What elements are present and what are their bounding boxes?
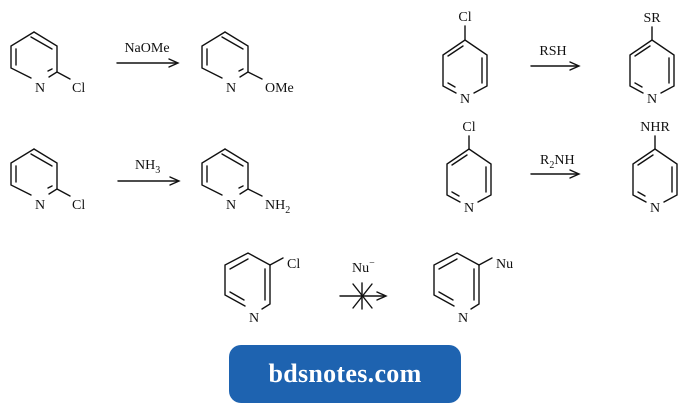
chloro-label: Cl bbox=[72, 198, 85, 213]
ring-nitrogen-label: N bbox=[249, 311, 259, 326]
watermark-text: bdsnotes.com bbox=[268, 359, 422, 388]
chloro-label: Cl bbox=[458, 10, 471, 25]
watermark-badge: bdsnotes.com bbox=[229, 345, 461, 403]
blocked-reaction-arrow: Nu− bbox=[339, 258, 388, 310]
ring-nitrogen-label: N bbox=[650, 201, 660, 216]
product-4-sr-pyridine: SR N bbox=[629, 11, 675, 107]
reactant-4-chloropyridine-1: Cl N bbox=[442, 10, 488, 107]
reactant-2-chloropyridine-2: N Cl bbox=[10, 148, 85, 213]
amino-label: NH2 bbox=[265, 198, 290, 216]
chloro-label: Cl bbox=[287, 257, 300, 272]
ring-nitrogen-label: N bbox=[458, 311, 468, 326]
ring-nitrogen-label: N bbox=[226, 81, 236, 96]
chloro-label: Cl bbox=[462, 120, 475, 135]
product-2-aminopyridine: N NH2 bbox=[201, 148, 290, 216]
reagent-ammonia: NH3 bbox=[135, 158, 160, 176]
chloro-label: Cl bbox=[72, 81, 85, 96]
reagent-secondary-amine: R2NH bbox=[540, 153, 575, 171]
thioether-label: SR bbox=[643, 11, 661, 26]
ring-nitrogen-label: N bbox=[35, 81, 45, 96]
product-2-methoxypyridine: N OMe bbox=[201, 31, 294, 96]
reactant-3-chloropyridine: N Cl bbox=[224, 252, 300, 326]
ring-nitrogen-label: N bbox=[460, 92, 470, 107]
reagent-naome: NaOMe bbox=[124, 41, 169, 56]
ring-nitrogen-label: N bbox=[226, 198, 236, 213]
amine-substituent-label: NHR bbox=[640, 120, 670, 135]
reaction-arrow-3: RSH bbox=[530, 44, 581, 71]
product-3-nu-pyridine: N Nu bbox=[433, 252, 513, 326]
reagent-nucleophile: Nu− bbox=[352, 258, 375, 276]
nucleophile-substituent-label: Nu bbox=[496, 257, 513, 272]
methoxy-label: OMe bbox=[265, 81, 294, 96]
reagent-rsh: RSH bbox=[539, 44, 566, 59]
product-4-nhr-pyridine: NHR N bbox=[632, 120, 678, 216]
reaction-arrow-4: R2NH bbox=[530, 153, 581, 179]
ring-nitrogen-label: N bbox=[647, 92, 657, 107]
ring-nitrogen-label: N bbox=[35, 198, 45, 213]
reactant-4-chloropyridine-2: Cl N bbox=[446, 120, 492, 216]
reaction-arrow-2: NH3 bbox=[117, 158, 181, 186]
reaction-arrow-1: NaOMe bbox=[116, 41, 180, 68]
ring-nitrogen-label: N bbox=[464, 201, 474, 216]
reactant-2-chloropyridine-1: N Cl bbox=[10, 31, 85, 96]
